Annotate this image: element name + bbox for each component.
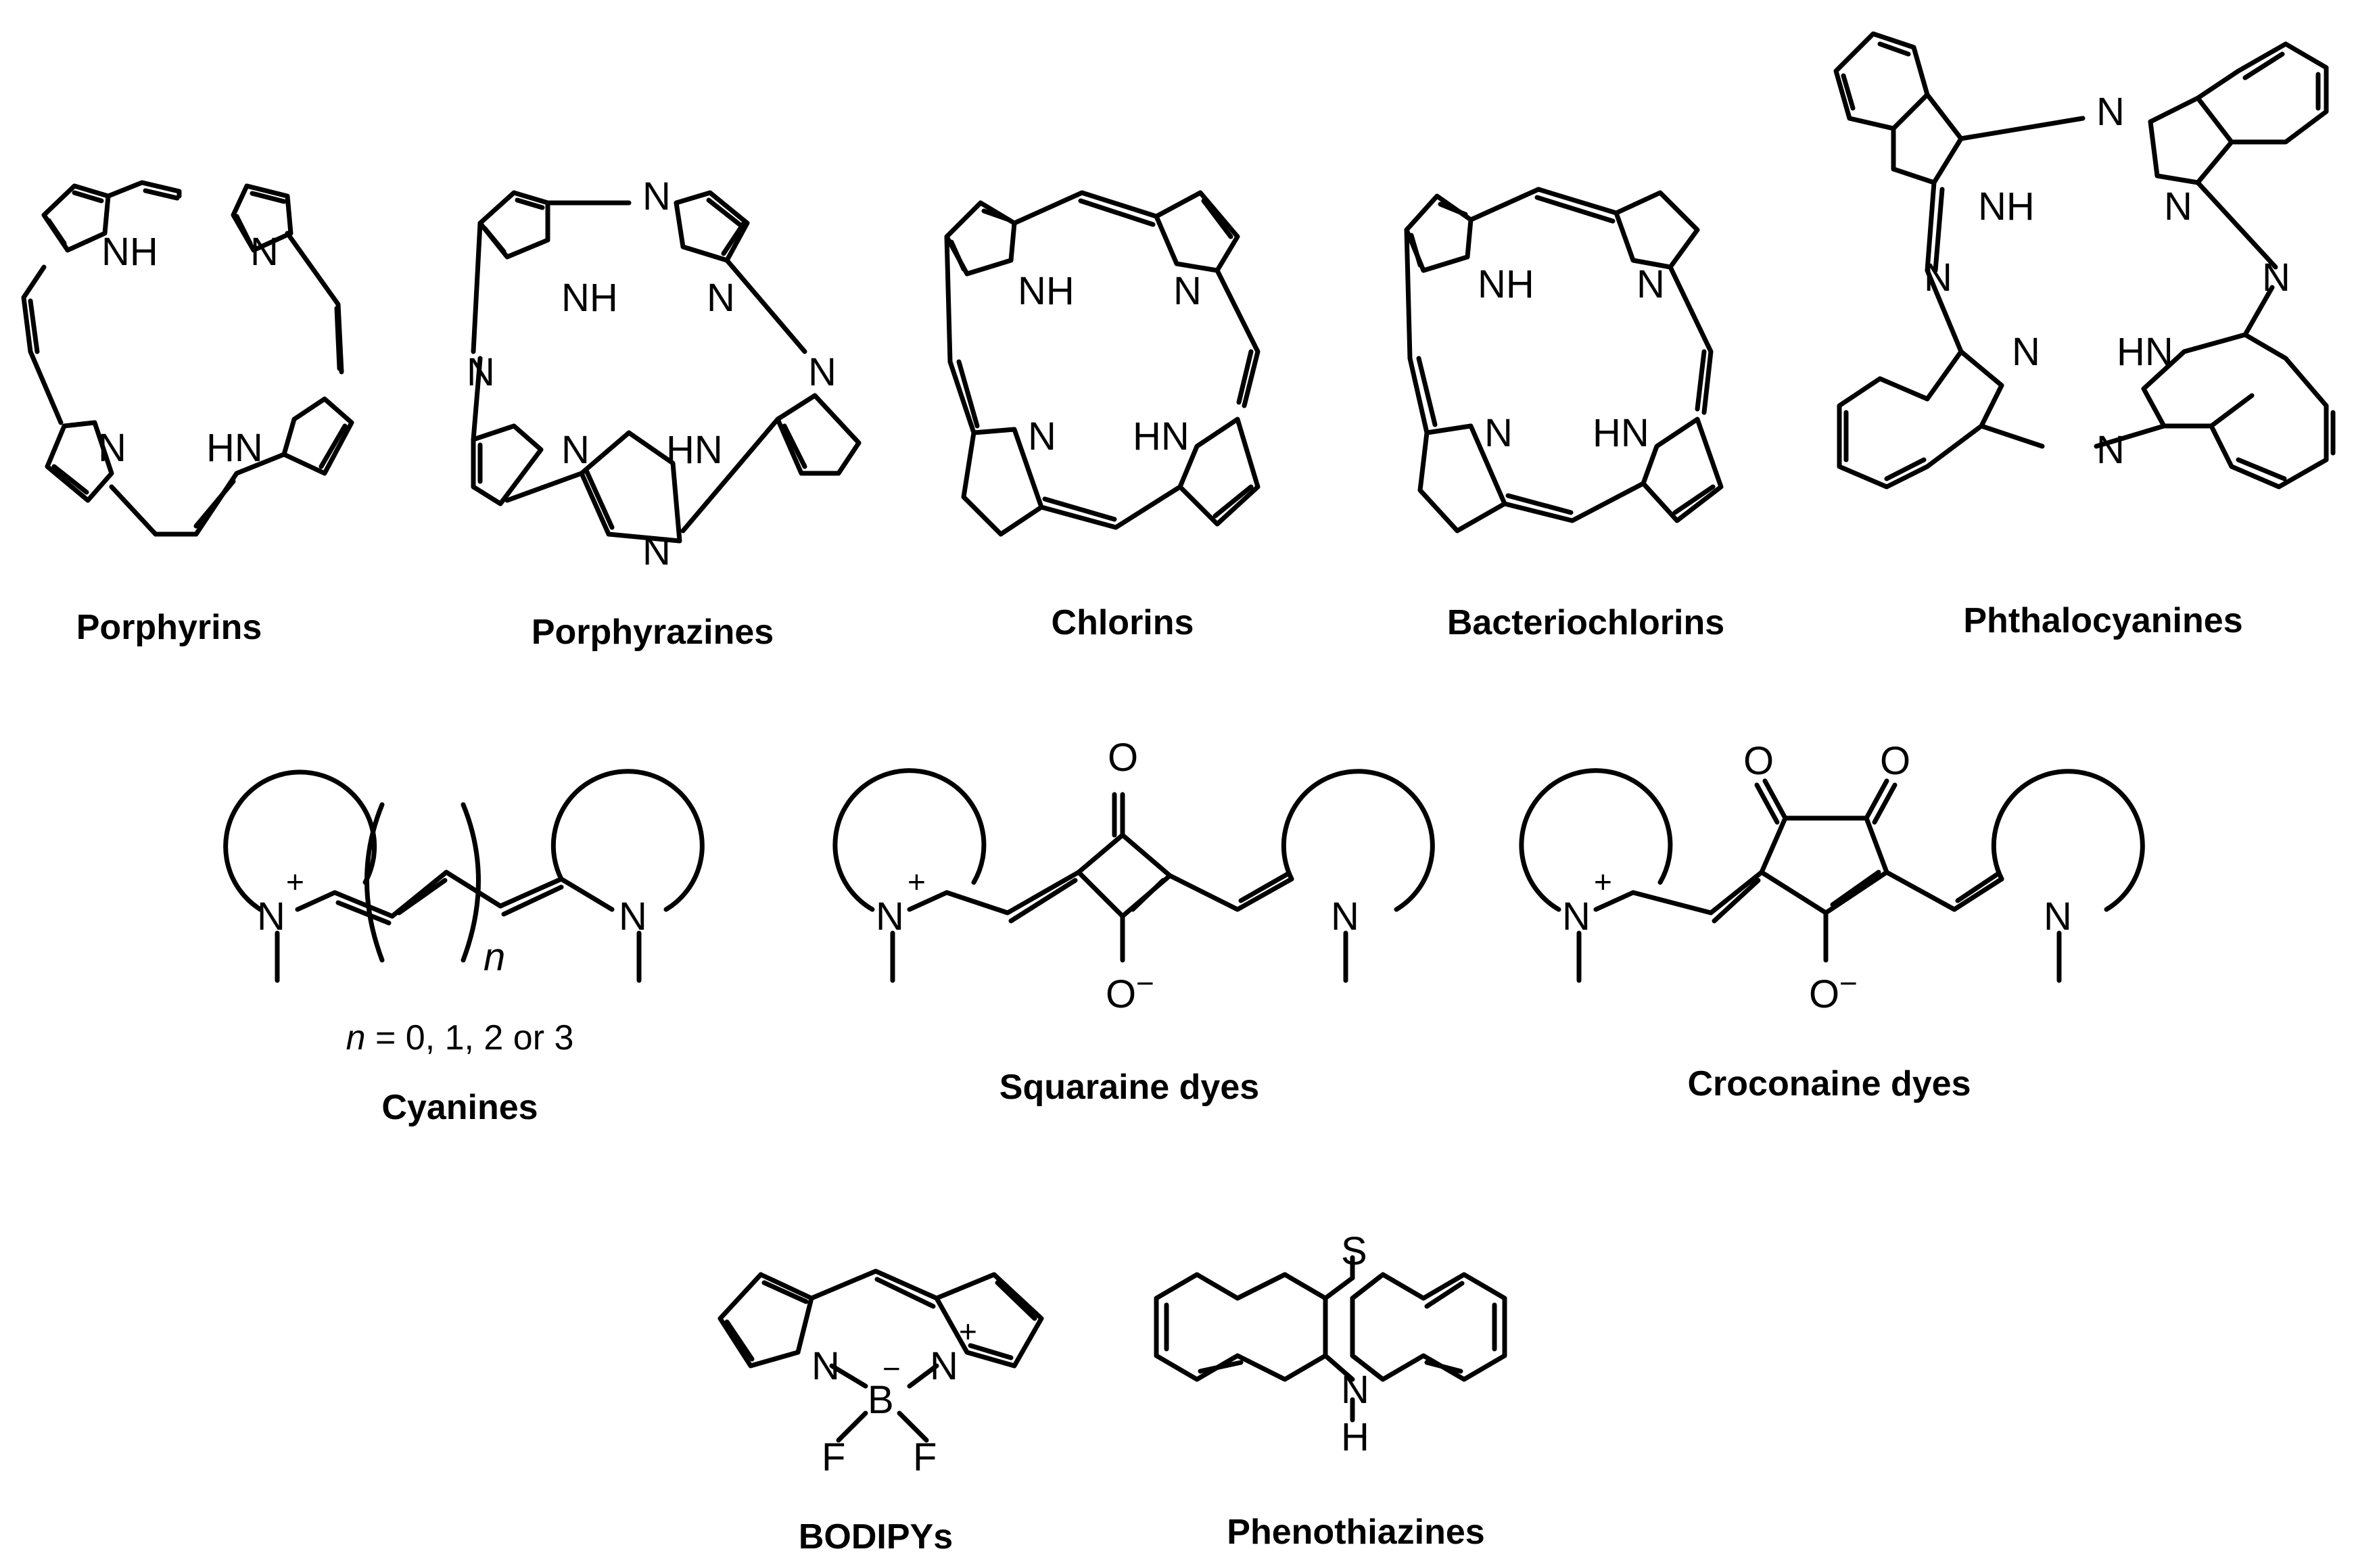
croconaine-structure: N + N O O O − Croconaine dyes xyxy=(1519,739,2145,1103)
n-label: N xyxy=(2012,330,2040,374)
caption-phthalocyanines: Phthalocyanines xyxy=(1963,601,2242,640)
boron-label: B xyxy=(868,1378,894,1422)
nh-label: NH xyxy=(101,230,158,274)
negative-charge: − xyxy=(1136,966,1154,1001)
carbonyl-o-label: O xyxy=(1743,739,1774,783)
porphyrin-bonds xyxy=(21,180,354,537)
caption-porphyrazines: Porphyrazines xyxy=(532,613,774,652)
n-label: N xyxy=(250,230,279,274)
caption-cyanines: Cyanines xyxy=(381,1088,538,1127)
caption-bodipys: BODIPYs xyxy=(799,1517,953,1557)
phthalocyanine-structure: N N N N NH N N HN Phthalocyanines xyxy=(1833,31,2336,640)
phthalocyanine-bonds xyxy=(1833,31,2336,490)
croconaine-bonds xyxy=(1519,768,2145,983)
caption-porphyrins: Porphyrins xyxy=(76,608,262,647)
meso-n-label: N xyxy=(642,174,671,218)
carbonyl-o-label: O xyxy=(1108,736,1138,780)
note-values: = 0, 1, 2 or 3 xyxy=(366,1018,574,1058)
n-label: N xyxy=(2044,895,2072,939)
caption-chlorins: Chlorins xyxy=(1052,603,1194,642)
note-variable: n xyxy=(346,1018,366,1058)
caption-phenothiazines: Phenothiazines xyxy=(1227,1513,1484,1552)
n-label: N xyxy=(1173,269,1202,313)
n-plus-label: N xyxy=(1562,895,1591,939)
nh-label: NH xyxy=(1018,269,1075,313)
meso-n-label: N xyxy=(2096,428,2125,472)
porphyrazine-structure: N N N N NH N N HN Porphyrazines xyxy=(467,174,862,652)
squaraine-structure: N + N O O − Squaraine dyes xyxy=(832,736,1435,1107)
oxide-o-label: O xyxy=(1106,972,1136,1016)
repeat-count-note: n = 0, 1, 2 or 3 xyxy=(346,1018,574,1058)
sulfur-label: S xyxy=(1341,1229,1367,1273)
nh-label: NH xyxy=(1478,262,1534,306)
meso-n-label: N xyxy=(2096,90,2125,134)
chlorin-bonds xyxy=(944,190,1261,537)
hn-label: HN xyxy=(206,426,263,470)
meso-n-label: N xyxy=(467,350,495,394)
n-label: N xyxy=(1636,262,1665,306)
positive-charge: + xyxy=(908,864,926,899)
porphyrazine-bonds xyxy=(471,190,862,544)
cyanine-bonds xyxy=(223,769,705,983)
cyanine-structure: N + N n n = 0, 1, 2 or 3 Cyanines xyxy=(223,769,705,1127)
n-plus-label: N xyxy=(930,1344,958,1388)
n-label: N xyxy=(561,428,590,472)
hn-label: HN xyxy=(2117,330,2173,374)
bodipy-bonds xyxy=(717,1268,1044,1443)
meso-n-label: N xyxy=(2262,256,2290,300)
n-label: N xyxy=(1484,411,1513,455)
bodipy-structure: N B − N + F F BODIPYs xyxy=(717,1268,1044,1557)
positive-charge: + xyxy=(286,864,304,899)
n-label: N xyxy=(2164,185,2192,229)
phenothiazine-bonds xyxy=(1154,1255,1507,1423)
porphyrin-structure: NH N N HN Porphyrins xyxy=(21,180,354,647)
bacteriochlorin-structure: NH N N HN Bacteriochlorins xyxy=(1404,187,1724,642)
meso-n-label: N xyxy=(642,529,671,573)
n-plus-label: N xyxy=(257,895,285,939)
chlorin-structure: NH N N HN Chlorins xyxy=(944,190,1261,642)
positive-charge: + xyxy=(959,1314,977,1349)
negative-charge: − xyxy=(1839,966,1858,1001)
n-label: N xyxy=(1331,895,1359,939)
bacteriochlorin-bonds xyxy=(1404,187,1724,533)
negative-charge: − xyxy=(882,1351,901,1386)
n-label: N xyxy=(1028,414,1056,458)
squaraine-bonds xyxy=(832,768,1435,983)
oxide-o-label: O xyxy=(1809,972,1839,1016)
meso-n-label: N xyxy=(1924,256,1952,300)
n-label: N xyxy=(811,1344,840,1388)
fluorine-label: F xyxy=(913,1435,937,1479)
hn-label: HN xyxy=(1593,411,1649,455)
h-label: H xyxy=(1341,1415,1369,1459)
n-label: N xyxy=(707,276,735,320)
n-label: N xyxy=(98,426,126,470)
n-label: N xyxy=(619,895,647,939)
nh-label: NH xyxy=(561,276,618,320)
hn-label: HN xyxy=(1133,414,1190,458)
caption-croconaine-dyes: Croconaine dyes xyxy=(1687,1064,1971,1103)
n-label: N xyxy=(1341,1368,1369,1412)
carbonyl-o-label: O xyxy=(1880,739,1910,783)
nh-label: NH xyxy=(1978,185,2035,229)
positive-charge: + xyxy=(1594,864,1612,899)
repeat-subscript-n: n xyxy=(484,935,505,979)
caption-squaraine-dyes: Squaraine dyes xyxy=(999,1068,1259,1107)
fluorine-label: F xyxy=(822,1435,845,1479)
hn-label: HN xyxy=(666,428,723,472)
caption-bacteriochlorins: Bacteriochlorins xyxy=(1447,603,1724,642)
phenothiazine-structure: S N H Phenothiazines xyxy=(1154,1229,1507,1552)
n-plus-label: N xyxy=(876,895,904,939)
meso-n-label: N xyxy=(808,350,837,394)
